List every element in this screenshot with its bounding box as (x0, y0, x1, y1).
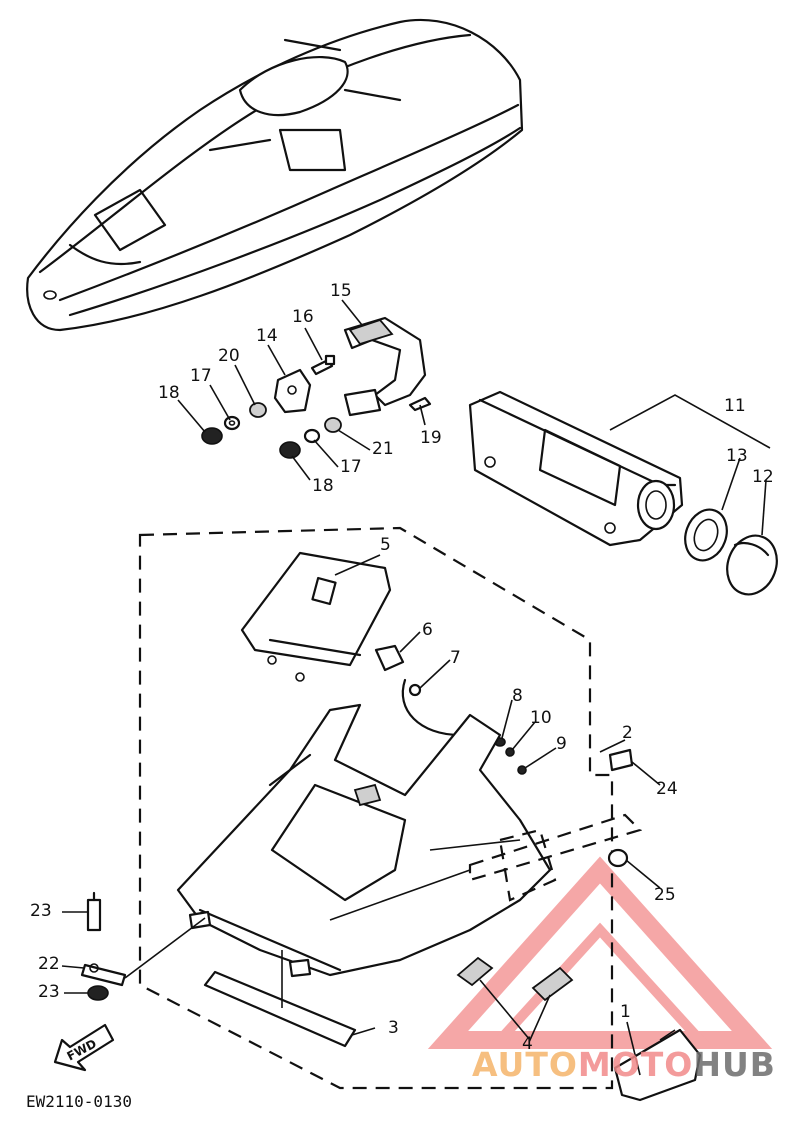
callout-16: 16 (292, 307, 314, 327)
callout-13: 13 (726, 446, 748, 466)
callout-2: 2 (622, 723, 633, 743)
mat-part-3 (203, 970, 357, 1048)
callout-25: 25 (654, 885, 676, 905)
assembly-boundary (138, 526, 614, 1090)
tool-box-part-11 (468, 390, 684, 547)
side-panel-outline (468, 813, 643, 902)
callout-17-upper: 17 (190, 366, 212, 386)
callout-18-lower: 18 (312, 476, 334, 496)
lock-part-6 (374, 644, 405, 672)
callout-9: 9 (556, 734, 567, 754)
bolt-part-16 (310, 354, 336, 376)
callout-24: 24 (656, 779, 678, 799)
bolt-part-19 (408, 396, 432, 412)
callout-12: 12 (752, 467, 774, 487)
hatch-cover-part-5 (240, 551, 392, 682)
callout-20-lower: 21 (372, 439, 394, 459)
callout-19: 19 (420, 428, 442, 448)
callout-22: 23 (30, 901, 52, 921)
washer-part-17-lower (303, 428, 321, 444)
bracket-part-14 (273, 368, 312, 414)
washer-part-17-upper (223, 415, 241, 431)
callout-5: 5 (380, 535, 391, 555)
rivet-part-22 (86, 891, 102, 932)
rivet-part-24 (608, 748, 634, 772)
collar-part-20-upper (249, 402, 267, 418)
callout-10: 10 (530, 708, 552, 728)
watermark-part-moto: MOTO (577, 1045, 694, 1084)
forward-direction-arrow (53, 1023, 115, 1072)
callout-11: 11 (724, 396, 746, 416)
watercraft-hull (26, 18, 524, 332)
pad-part-4-right (531, 966, 574, 1002)
nut-part-18-upper (201, 427, 223, 445)
screw-part-9 (517, 765, 527, 775)
o-ring-part-13 (684, 508, 728, 562)
callout-20-upper: 20 (218, 346, 240, 366)
band-part-15 (343, 316, 427, 417)
callout-23: 23 (38, 982, 60, 1002)
panel-part-1 (613, 1028, 702, 1102)
callout-18-upper: 18 (158, 383, 180, 403)
callout-7: 7 (450, 648, 461, 668)
callout-14: 14 (256, 326, 278, 346)
diagram-code: EW2110-0130 (26, 1092, 132, 1111)
watermark-text: AUTOMOTOHUB (472, 1045, 776, 1084)
callout-21: 22 (38, 954, 60, 974)
stay-part-21 (80, 963, 127, 987)
watermark-part-auto: AUTO (472, 1045, 578, 1084)
watermark-part-hub: HUB (693, 1045, 776, 1084)
nut-part-23 (87, 985, 109, 1001)
callout-15: 15 (330, 281, 352, 301)
collar-part-20-lower (324, 417, 342, 433)
callout-6: 6 (422, 620, 433, 640)
pad-part-4-left (456, 956, 494, 987)
callout-1: 1 (620, 1002, 631, 1022)
nut-part-18-lower (279, 441, 301, 459)
leader-lines (61, 299, 771, 1076)
cap-part-12 (726, 534, 778, 596)
deck-cover-part-2 (176, 703, 552, 978)
callout-3: 3 (388, 1018, 399, 1038)
grommet-part-25 (607, 848, 629, 868)
callout-17-lower: 17 (340, 457, 362, 477)
callout-4: 4 (522, 1034, 533, 1054)
pin-part-7 (408, 683, 422, 697)
callout-8: 8 (512, 686, 523, 706)
